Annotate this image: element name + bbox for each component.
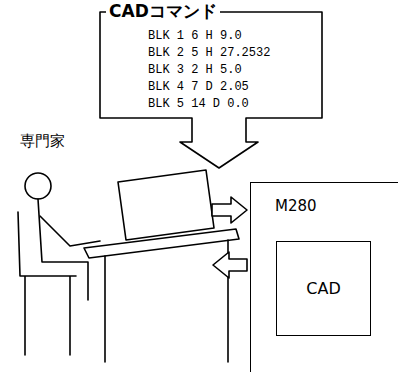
software-name: CAD	[306, 279, 340, 298]
chair	[18, 212, 76, 355]
machine-name: M280	[275, 197, 317, 215]
command-box: CADコマンドBLK 1 6 H 9.0BLK 2 5 H 27.2532BLK…	[100, 12, 322, 118]
send-arrow	[212, 197, 247, 223]
cad-command: BLK 2 5 H 27.2532	[148, 46, 270, 61]
cad-command: BLK 3 2 H 5.0	[148, 63, 242, 78]
box-title: CADコマンド	[106, 0, 220, 22]
cad-command: BLK 4 7 D 2.05	[148, 80, 249, 95]
cad-command: BLK 5 14 D 0.0	[148, 97, 249, 112]
person-body	[38, 199, 88, 300]
cad-command: BLK 1 6 H 9.0	[148, 29, 242, 44]
role-label: 専門家	[20, 132, 65, 151]
monitor	[118, 170, 214, 240]
cad-box: CAD	[276, 241, 371, 336]
person-head	[25, 173, 51, 199]
return-arrow	[213, 252, 247, 278]
command-box-outline	[100, 12, 322, 168]
machine-panel: M280CAD	[250, 182, 398, 372]
keyboard	[84, 229, 239, 258]
person-arm	[40, 216, 100, 246]
desk	[105, 240, 228, 362]
